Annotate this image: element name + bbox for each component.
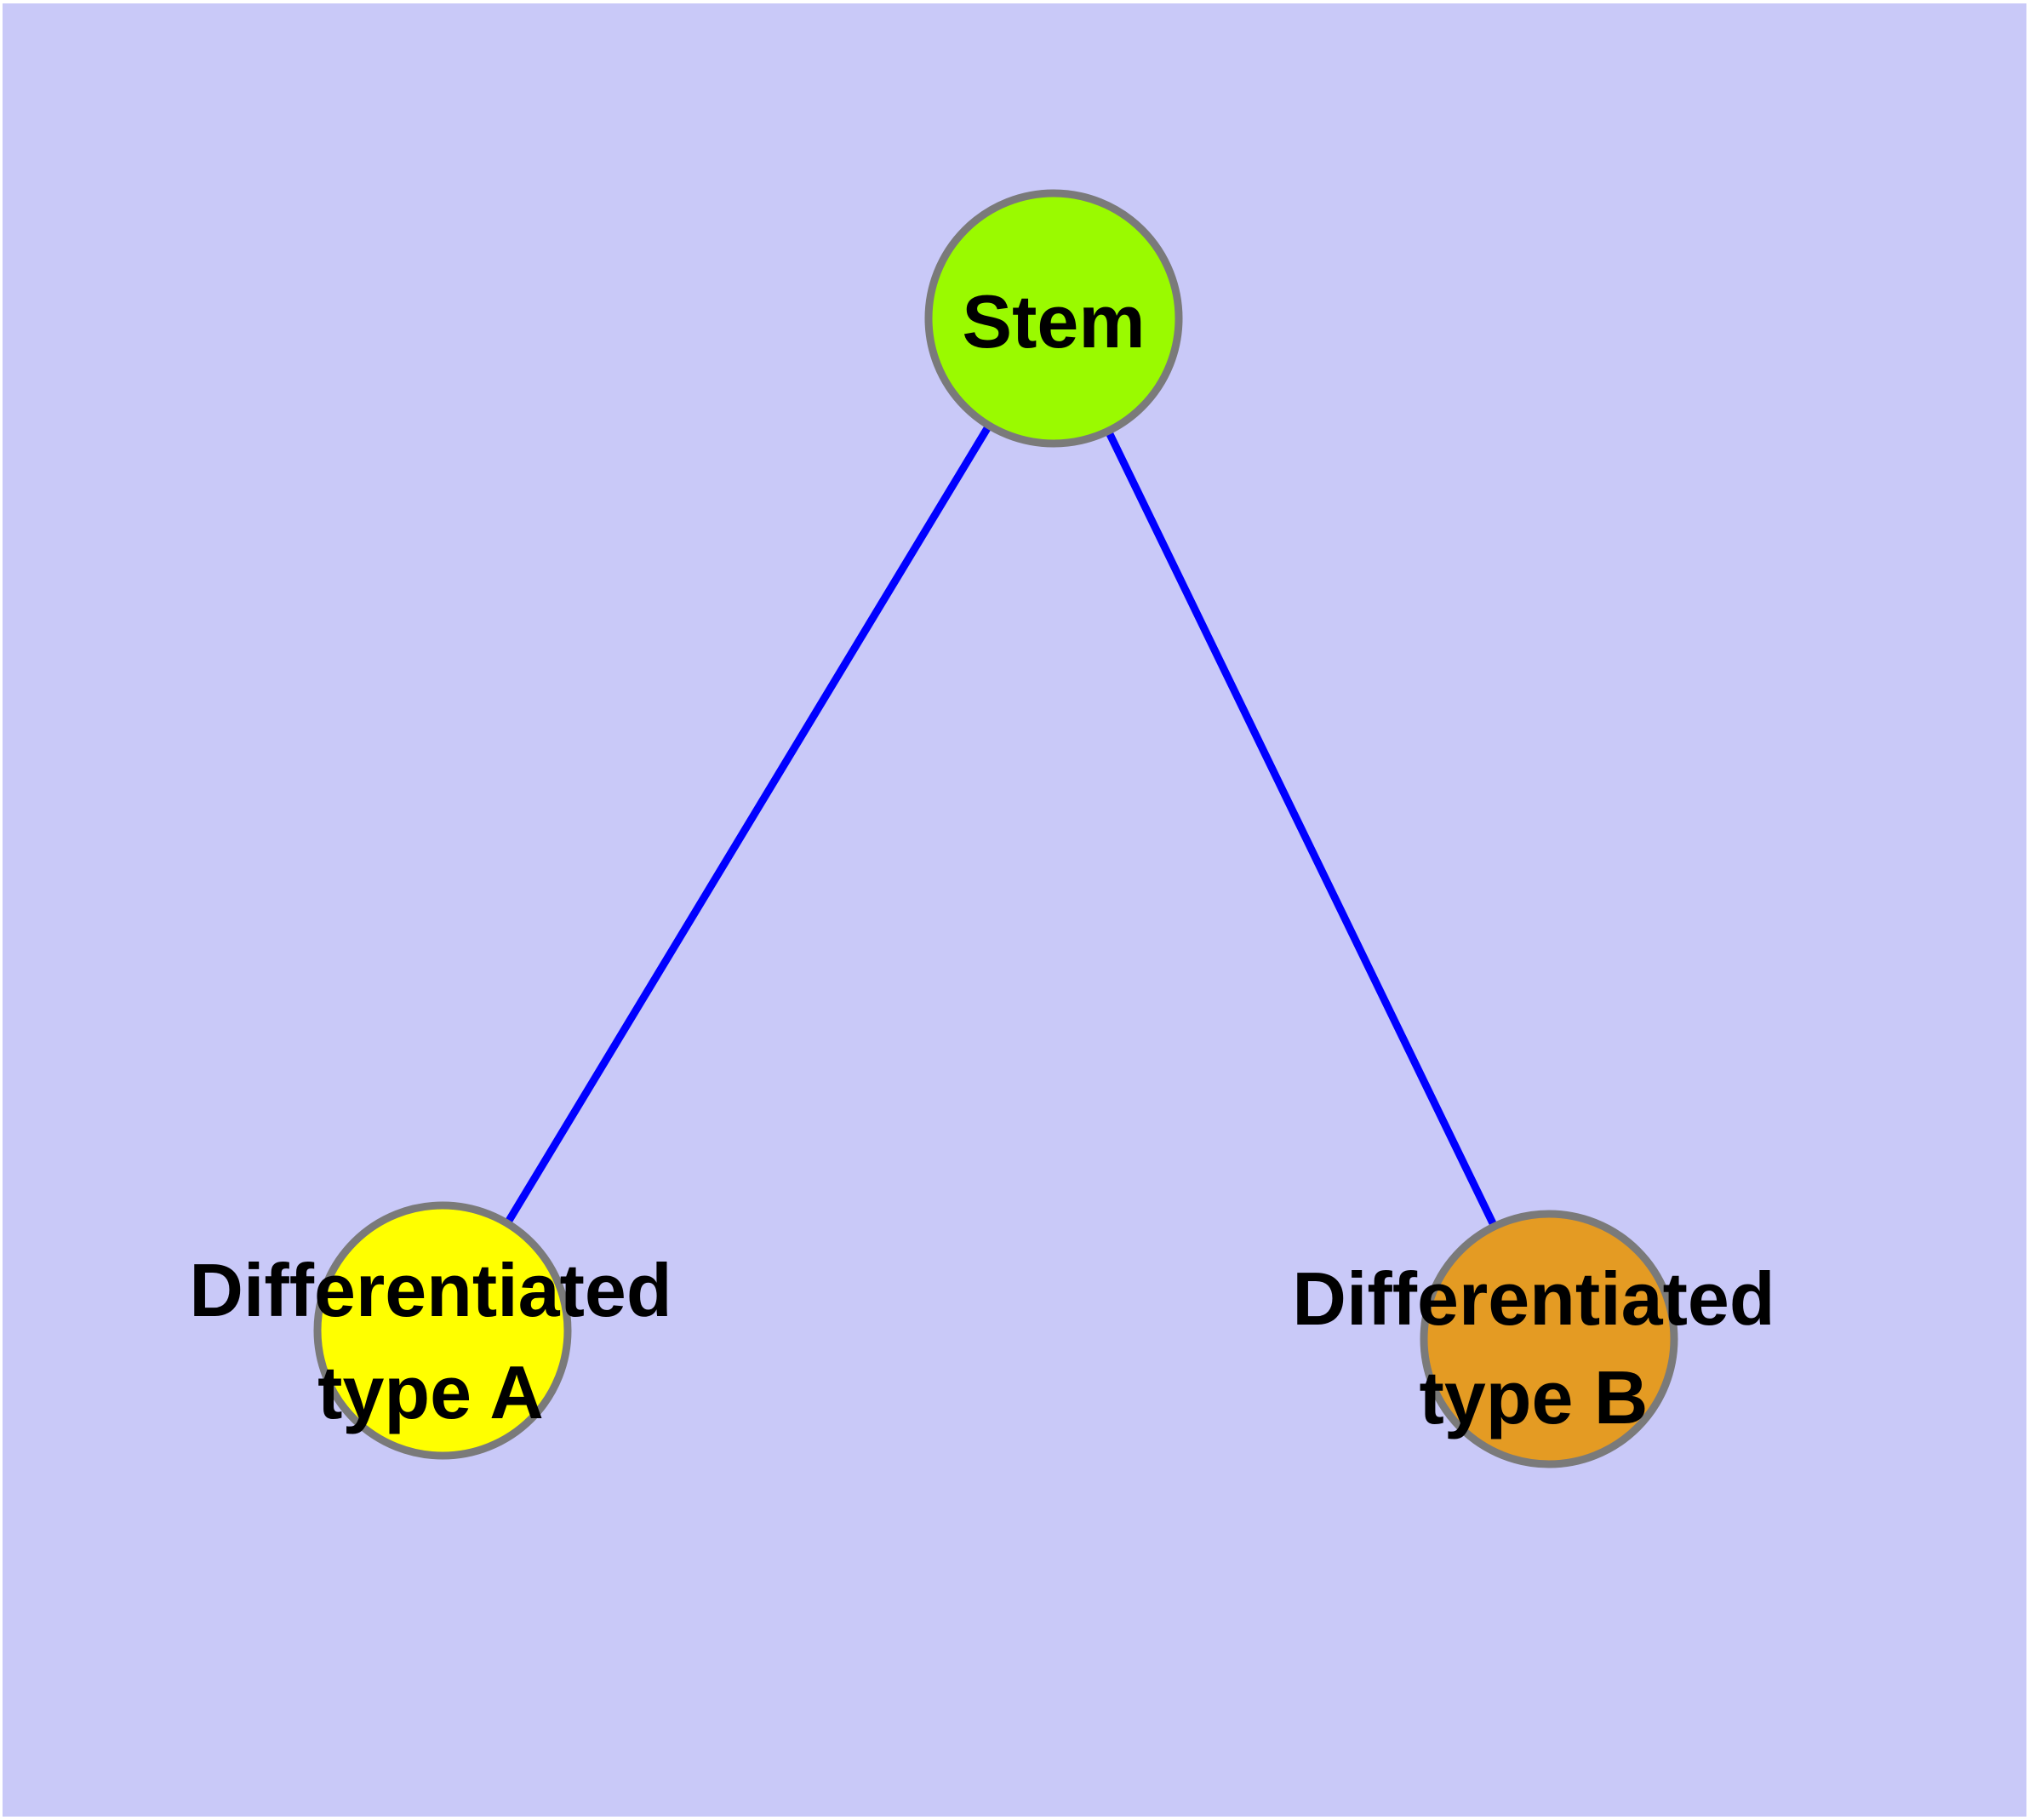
node-type-b-circle (1420, 1210, 1678, 1468)
node-type-b-label-line2: type B (1420, 1355, 1649, 1439)
node-stem-label: Stem (962, 279, 1145, 363)
node-type-a: Differentiated type A (189, 1201, 672, 1460)
node-stem: Stem (924, 189, 1183, 448)
edge-stem-to-type-b (1049, 314, 1553, 1343)
node-type-a-label-line2: type A (317, 1350, 544, 1434)
node-type-b-label-line1: Differentiated (1292, 1256, 1775, 1341)
node-type-a-circle (313, 1201, 572, 1460)
node-stem-circle (924, 189, 1183, 448)
node-type-b: Differentiated type B (1292, 1210, 1775, 1468)
node-type-a-label-line1: Differentiated (189, 1248, 672, 1332)
edge-stem-to-type-a (438, 314, 1058, 1335)
